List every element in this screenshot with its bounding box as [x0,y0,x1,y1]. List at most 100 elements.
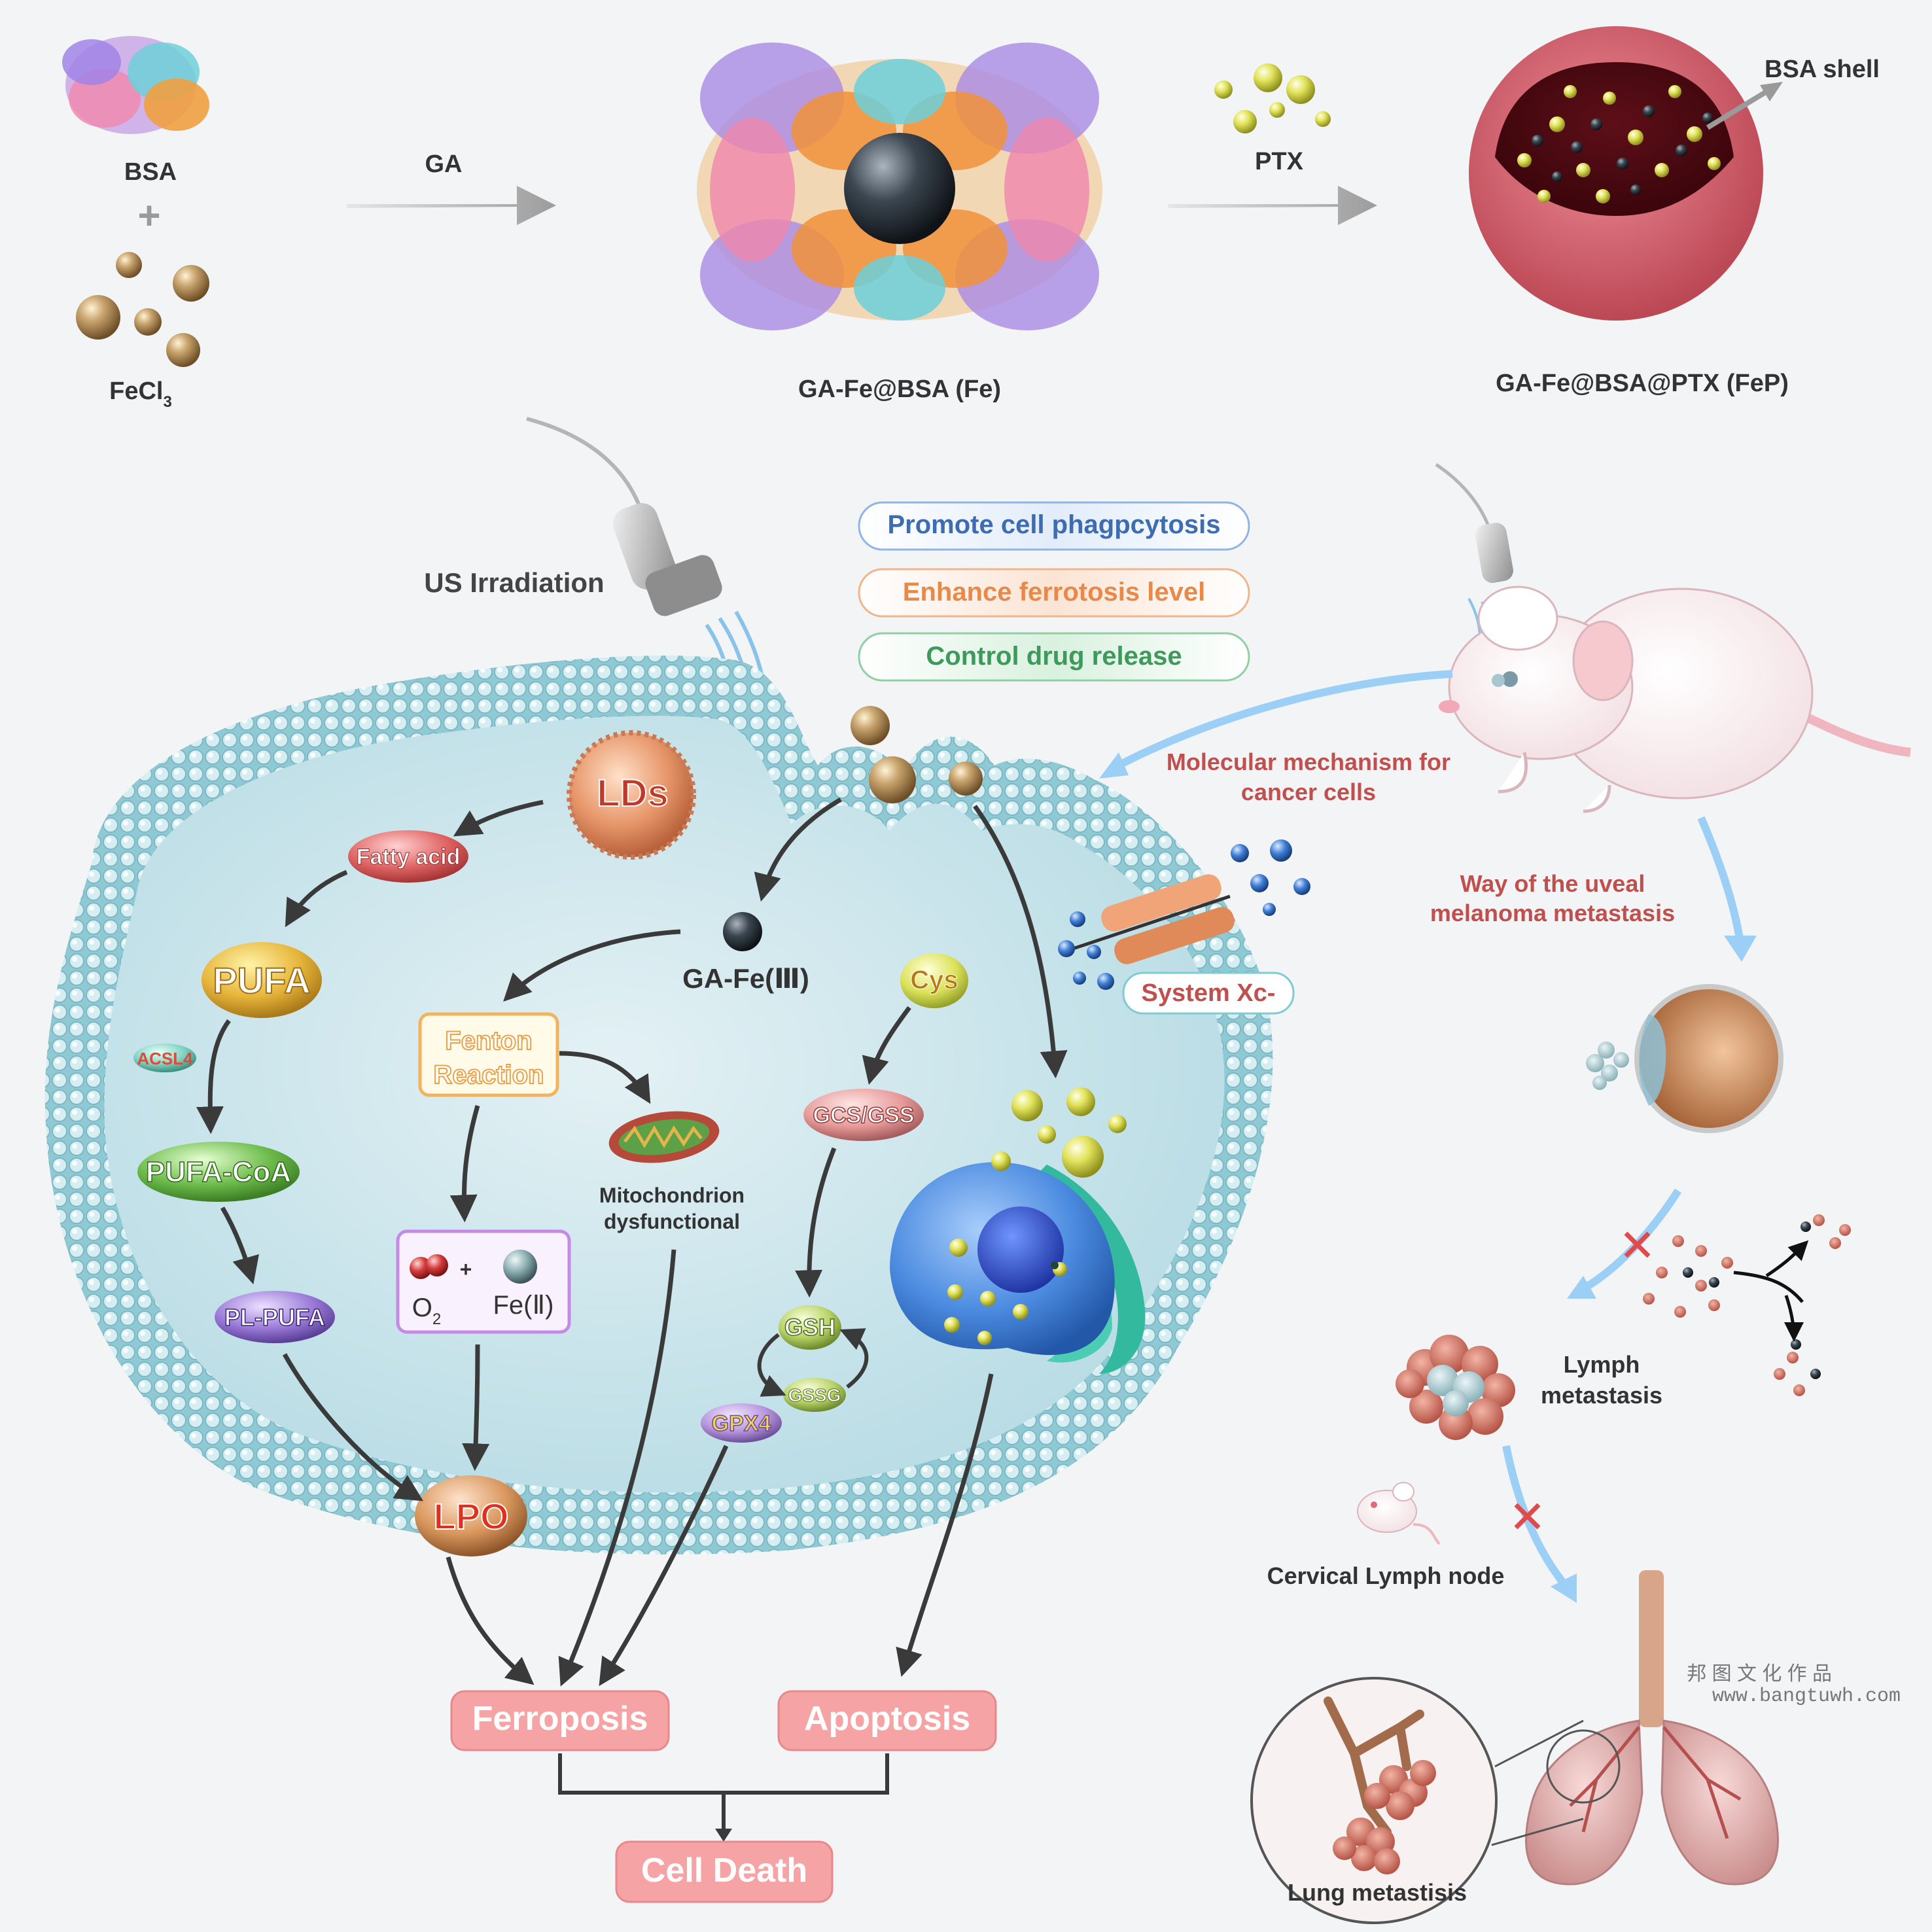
lung-metastasis-label: Lung metastisis [1288,1879,1467,1906]
mechanism-arrow [1110,670,1453,773]
uveal-arrow [1697,816,1744,943]
effect-pill-phagocytosis [858,501,1250,551]
fatty-acid-node [348,830,468,883]
outcome-connector [558,1753,889,1832]
pufa-label: PUFA [213,960,310,1001]
ptx-particles-icon [1214,63,1331,133]
lymph-node-cluster-icon [1396,1335,1515,1440]
cervical-lymph-label: Cervical Lymph node [1267,1562,1505,1589]
ga-fe-bsa-complex-icon [697,43,1102,330]
fe2-sphere-icon [503,1250,537,1284]
lpo-label: LPO [433,1496,508,1537]
pufa-coa-label: PUFA-CoA [146,1156,291,1188]
mouse-illustration [1439,586,1911,813]
gcs-gss-node [803,1089,924,1141]
gsh-node [779,1305,841,1350]
lymph-label-2: metastasis [1541,1382,1662,1409]
fecl3-label: FeCl3 [109,378,172,411]
metastasis-cells-icon [1643,1214,1851,1396]
gpx4-node [701,1403,782,1443]
ptx-label: PTX [1255,148,1304,175]
fatty-acid-label: Fatty acid [357,845,461,869]
fecl3-particles-icon [76,252,209,367]
uveal-label-1: Way of the uveal [1460,870,1645,897]
fe2-label: Fe(Ⅱ) [493,1291,553,1320]
pathway-arrows [196,797,1068,1687]
nucleus-er-organelle-icon [890,1162,1146,1374]
fenton-reaction-box [418,1012,559,1097]
cys-label: Cys [910,966,958,994]
gpx4-label: GPX4 [712,1411,771,1436]
watermark-line-1: 邦 图 文 化 作 品 [1687,1663,1832,1685]
o2-label: O2 [412,1293,441,1328]
cell-death-box [615,1840,834,1903]
pufa-node [202,942,322,1018]
gcs-gss-label: GCS/GSS [813,1103,915,1128]
effect-phagocytosis-label: Promote cell phagpcytosis [887,510,1220,539]
lungs-illustration [1525,1570,1779,1886]
effect-pill-ferrotosis [858,568,1250,618]
gssg-node [783,1378,846,1412]
plus-sign: + [137,194,160,237]
incoming-nanoparticles-icon [851,706,983,803]
fep-label: GA-Fe@BSA@PTX (FeP) [1496,370,1789,397]
fenton-label-2: Reaction [434,1061,544,1089]
fe-label: GA-Fe@BSA (Fe) [798,376,1001,403]
ptx-arrow [1168,186,1377,225]
ga-fe3-label: GA-Fe(Ⅲ) [682,963,809,994]
mito-label-2: dysfunctional [604,1210,740,1233]
lipid-droplet: LDs [567,730,696,860]
bsa-label: BSA [124,158,177,186]
mito-label-1: Mitochondrion [599,1184,745,1207]
o2-fe2-plus: + [460,1257,472,1281]
gssg-label: GSSG [788,1385,841,1405]
cys-node [900,953,968,1008]
pl-pufa-label: PL-PUFA [224,1304,325,1331]
gsh-label: GSH [784,1314,835,1341]
acsl4-label: ACSL4 [137,1049,193,1068]
bsa-protein-icon [62,36,209,134]
eye-illustration [1586,984,1783,1133]
ferroposis-label: Ferroposis [472,1700,648,1738]
pl-pufa-node [215,1291,335,1343]
ga-fe3-particle-icon [723,912,762,951]
bsa-shell-label: BSA shell [1765,56,1880,83]
ultrasound-probe-icon [526,417,767,694]
mitochondrion-icon [608,1111,720,1163]
ptx-release-particles-icon [991,1087,1127,1178]
block-x-icon-1 [1624,1231,1651,1258]
ferroposis-box [450,1690,670,1751]
system-xc-transporter-icon [1058,839,1310,990]
effect-ferrotosis-label: Enhance ferrotosis level [903,578,1205,606]
synthesis-row: BSA + FeCl3 GA [62,26,1880,411]
ga-label: GA [425,150,463,178]
system-xc-pill [1122,972,1295,1015]
mechanism-label-1: Molecular mechanism for [1167,748,1450,775]
pufa-coa-node [137,1142,300,1202]
us-irradiation-label: US Irradiation [424,567,604,598]
mechanism-label-2: cancer cells [1241,779,1376,805]
apoptosis-label: Apoptosis [804,1700,970,1738]
cell-death-label: Cell Death [641,1852,807,1889]
watermark: 邦 图 文 化 作 品 www.bangtuwh.com [1687,1663,1901,1708]
lds-label: LDs [597,772,669,815]
lpo-node [415,1475,527,1556]
cancer-cell: LDs Fatty acid PUFA ACSL4 PUFA-CoA PL-PU… [44,655,1310,1687]
effect-drug-release-label: Control drug release [926,642,1182,671]
acsl4-node [133,1044,196,1072]
mouse-panel: Molecular mechanism for cancer cells Way… [1099,463,1911,1924]
uveal-label-2: melanoma metastasis [1430,900,1675,926]
watermark-line-2: www.bangtuwh.com [1712,1685,1901,1708]
effect-pill-drug-release [858,632,1250,682]
system-xc-label: System Xc- [1142,979,1276,1007]
bsa-shell-pointer [1706,89,1768,130]
block-x-icon-2 [1514,1503,1541,1530]
lymph-label-1: Lymph [1564,1351,1640,1378]
outcomes: Ferroposis Apoptosis Cell Death [450,1690,997,1903]
fenton-label-1: Fenton [445,1027,532,1055]
small-mouse-icon [1357,1482,1441,1545]
ga-arrow [347,186,556,225]
bsa-shell-nanoparticle-icon [1469,26,1763,321]
lung-magnified-view [1250,1677,1621,1924]
